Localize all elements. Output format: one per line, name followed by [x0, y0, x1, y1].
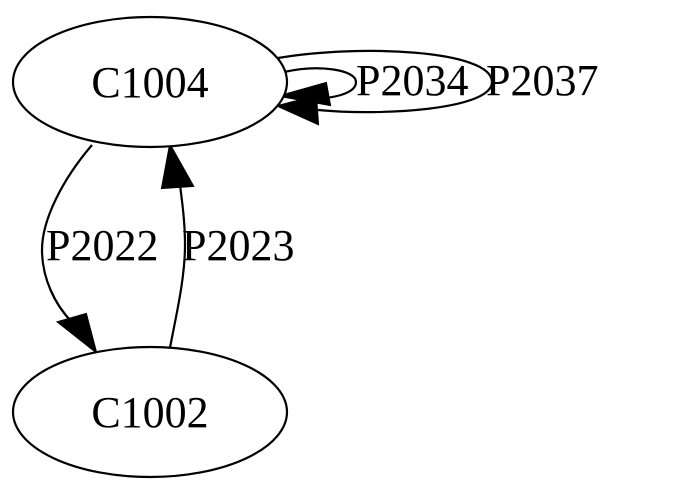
- edge-label-p2022: P2022: [46, 221, 158, 270]
- edge-line: [40, 144, 93, 323]
- node-label-c1002: C1002: [91, 388, 208, 437]
- edge-c1004-to-c1002: P2022: [40, 144, 158, 355]
- edge-label-p2034: P2034: [356, 56, 468, 105]
- node-c1002[interactable]: C1002: [11, 345, 289, 479]
- node-ellipse: [11, 345, 289, 479]
- arrowhead-self-loop-p2037: [275, 94, 320, 126]
- node-c1004[interactable]: C1004: [11, 15, 289, 149]
- self-loop-p2037: P2037: [277, 49, 598, 114]
- arrowhead: [55, 312, 98, 355]
- node-ellipse: [11, 15, 289, 149]
- edge-line: [277, 49, 494, 114]
- edge-line: [168, 184, 187, 349]
- edge-label-p2023: P2023: [182, 221, 294, 270]
- arrowhead: [160, 142, 195, 190]
- node-label-c1004: C1004: [91, 58, 208, 107]
- edge-label-p2037: P2037: [486, 56, 598, 105]
- self-loop-p2034: P2034: [283, 56, 468, 105]
- edge-c1002-to-c1004: P2023: [160, 142, 294, 349]
